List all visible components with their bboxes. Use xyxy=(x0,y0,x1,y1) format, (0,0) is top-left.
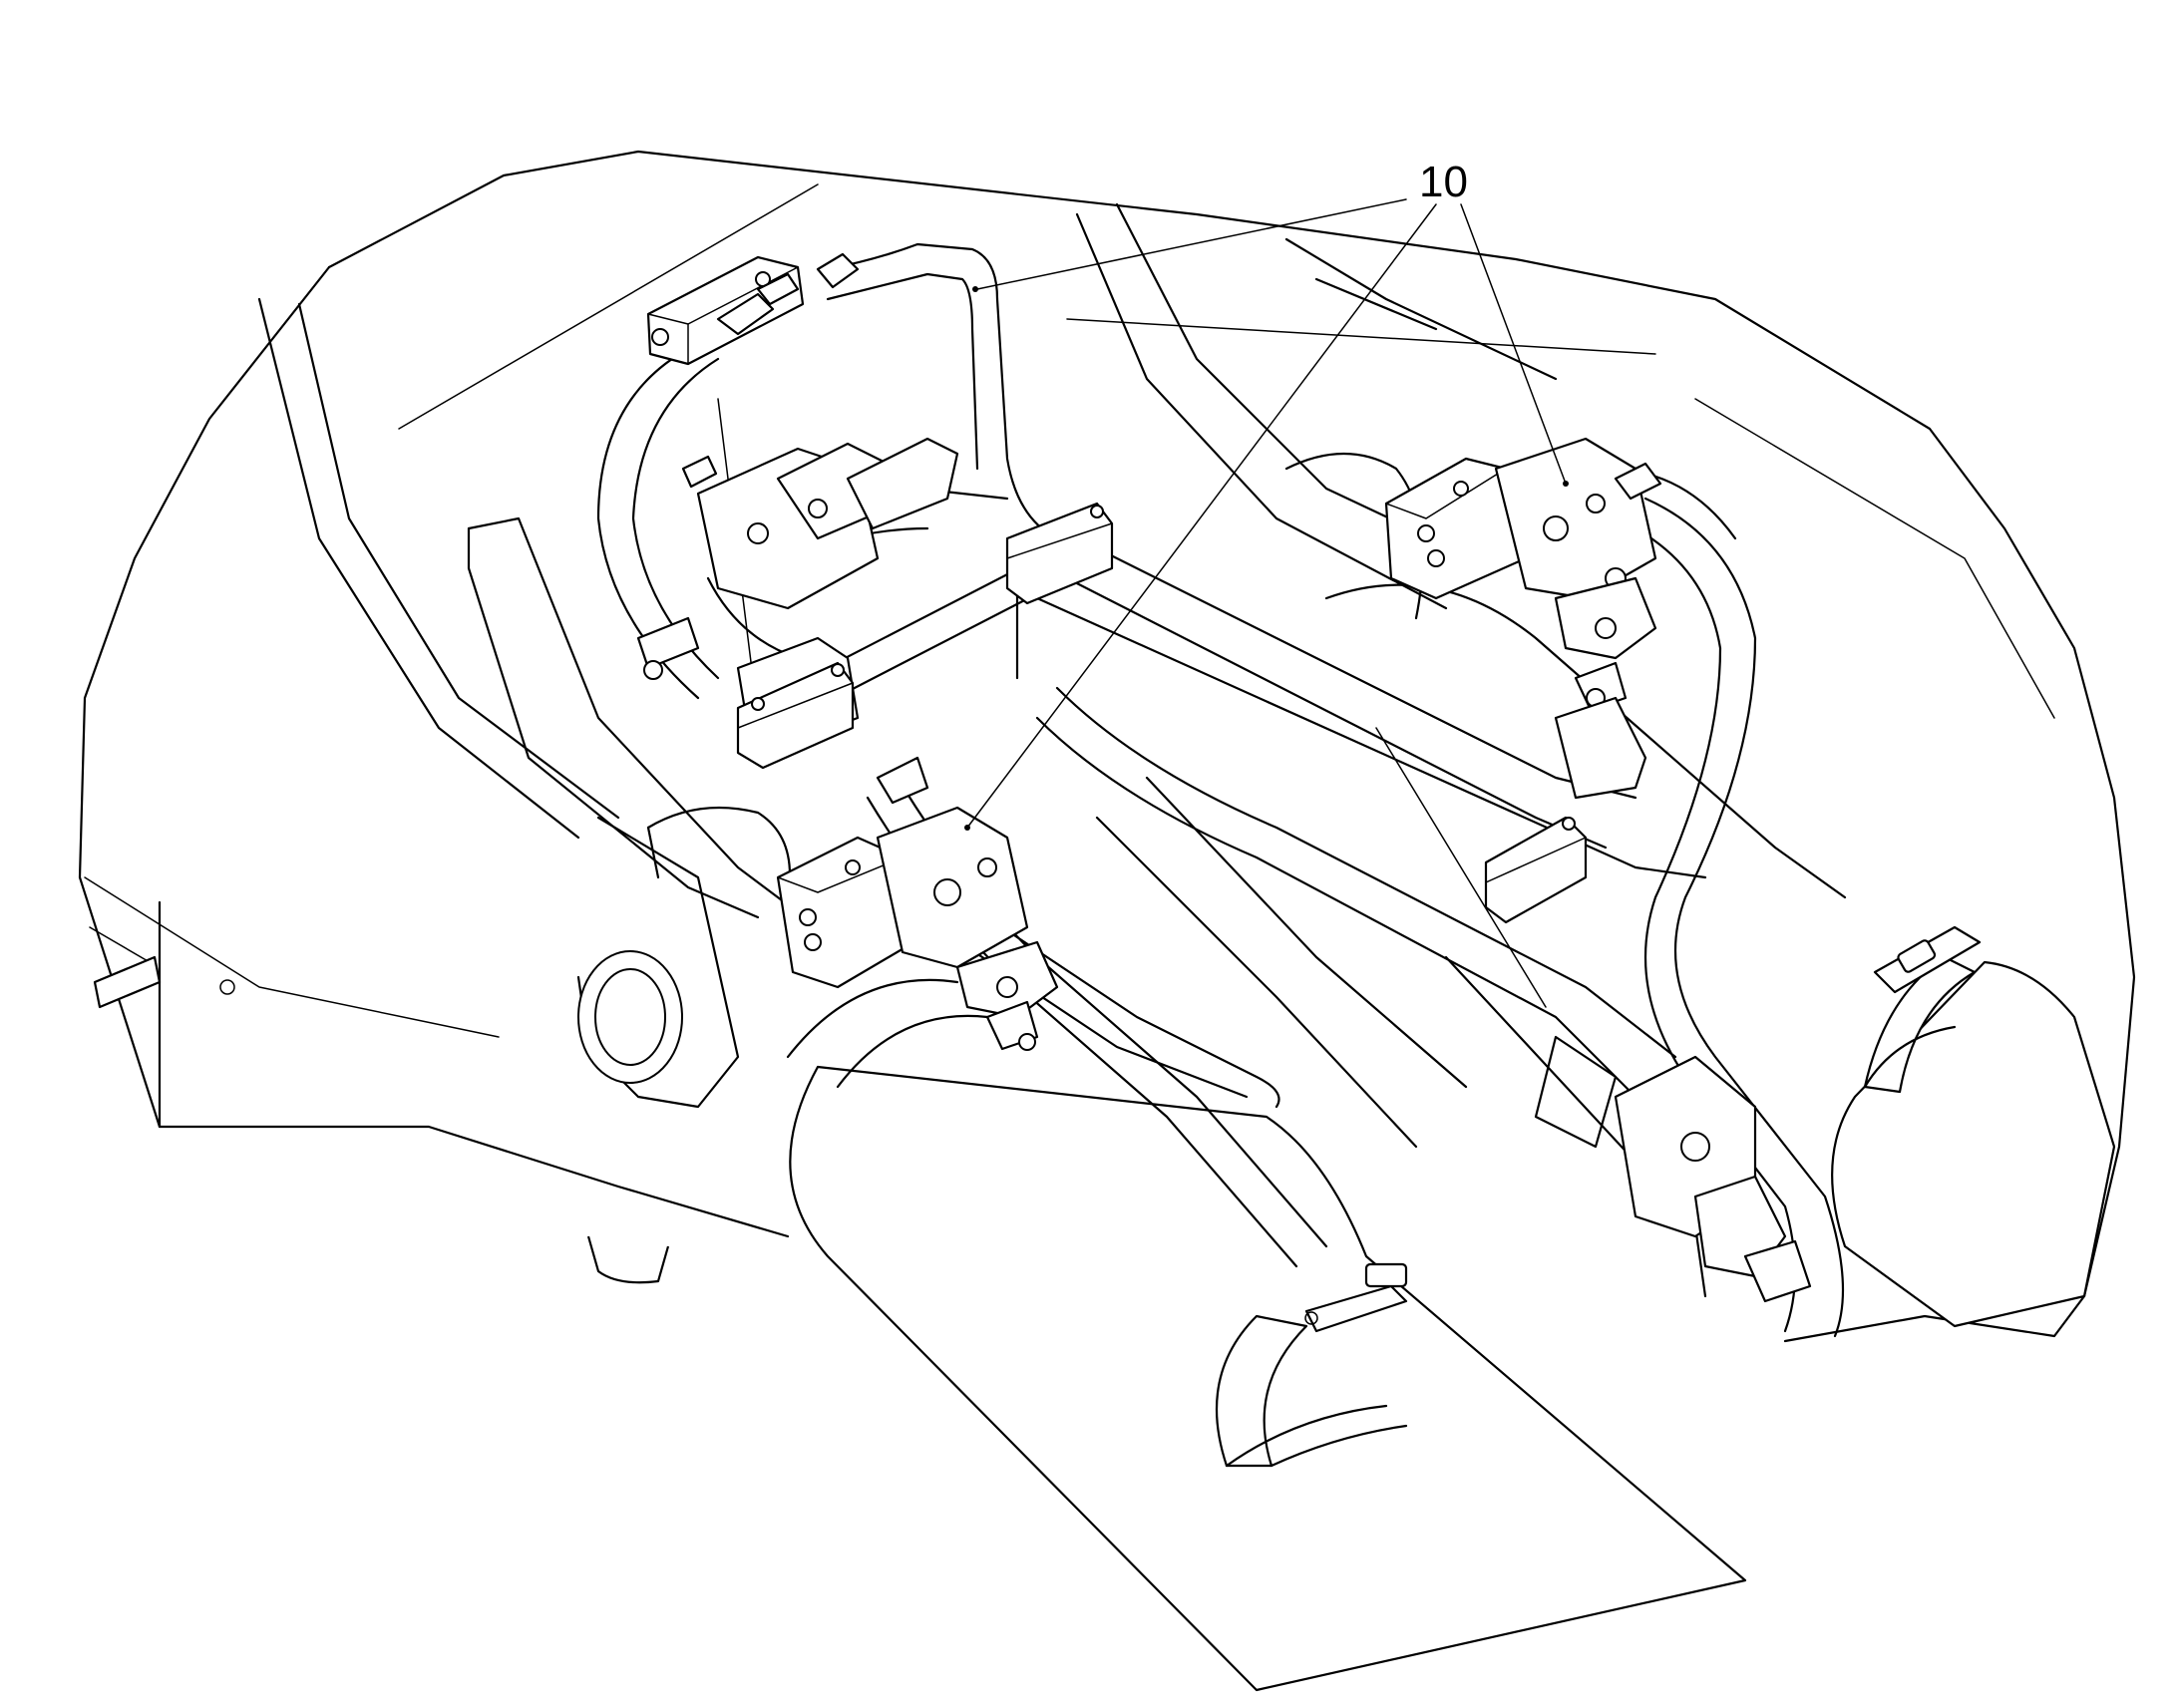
valve-block-left-lower xyxy=(776,756,1059,1051)
fitting-cluster-right-bottom xyxy=(1614,1055,1812,1303)
clamp-right-lower xyxy=(1484,696,1647,924)
center-clamp-left xyxy=(736,502,1114,770)
left-cylinder xyxy=(646,806,1747,1692)
left-arm xyxy=(257,297,860,1284)
callout-leaders xyxy=(966,198,1567,829)
callout-label-10: 10 xyxy=(1419,158,1468,206)
cross-tubes xyxy=(756,536,1707,1149)
right-cylinder xyxy=(1284,453,2116,1328)
manifold-block-right xyxy=(1384,437,1662,712)
manifold-block-top xyxy=(646,252,860,366)
base-frame xyxy=(78,150,2136,1343)
